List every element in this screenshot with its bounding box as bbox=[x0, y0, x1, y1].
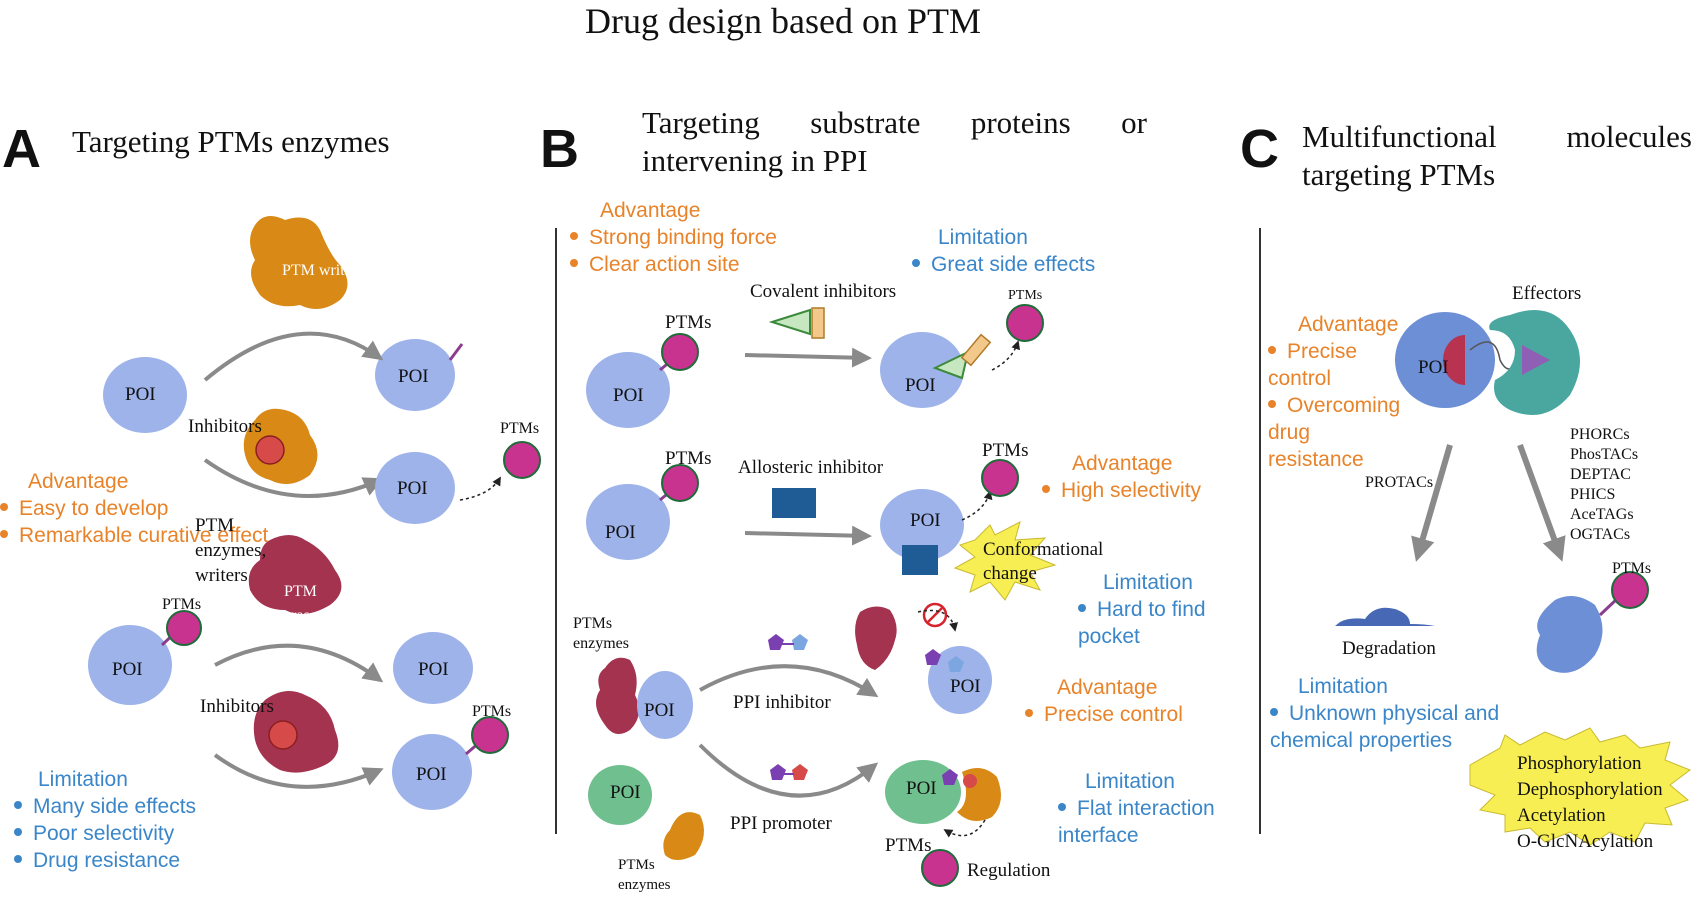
inhibitors-label-a1: Inhibitors bbox=[188, 416, 262, 437]
covalent-label: Covalent inhibitors bbox=[750, 281, 897, 302]
panel-c-limitation-item-1: Unknown physical and chemical properties bbox=[1270, 702, 1500, 752]
panel-b-limitation2-heading: Limitation bbox=[1103, 571, 1193, 594]
poi-label-b7: POI bbox=[610, 782, 641, 803]
modification-1: Phosphorylation bbox=[1517, 753, 1642, 774]
ptms-label-a1: PTMs bbox=[500, 420, 540, 437]
poi-label-a2: POI bbox=[398, 366, 429, 387]
panel-b-advantage1-item-1: Strong binding force bbox=[570, 224, 777, 251]
conformational-star bbox=[953, 521, 1057, 601]
modified-protein bbox=[1536, 596, 1603, 673]
modification-2: Dephosphorylation bbox=[1517, 779, 1663, 800]
covalent-inhibitor bbox=[768, 308, 811, 336]
poi-label-b6: POI bbox=[950, 676, 981, 697]
poi-label-a1: POI bbox=[125, 384, 156, 405]
panel-a-title: Targeting PTMs enzymes bbox=[72, 124, 390, 159]
poi-label-a5: POI bbox=[418, 659, 449, 680]
panel-a-limitation-item-3: Drug resistance bbox=[14, 847, 180, 874]
allosteric-inhibitor bbox=[772, 488, 816, 518]
writer-label: PTM writers bbox=[282, 262, 364, 279]
chimera-4: PHICS bbox=[1570, 486, 1616, 503]
ppi-promoter-label: PPI promoter bbox=[730, 813, 832, 834]
ptms-enzymes-label-2: PTMs enzymes bbox=[618, 857, 671, 893]
panel-b-limitation2-item-1: Hard to find pocket bbox=[1078, 598, 1206, 648]
poi-protein-a1 bbox=[103, 357, 187, 433]
ptms-label-b4: PTMs bbox=[982, 440, 1029, 461]
panel-b-advantage3-heading: Advantage bbox=[1057, 676, 1158, 699]
ptms-label-b1: PTMs bbox=[665, 312, 712, 333]
ptm-eraser-enzyme bbox=[248, 535, 342, 614]
ptm-writer-enzyme bbox=[250, 216, 348, 309]
panel-c-limitation-heading: Limitation bbox=[1298, 675, 1388, 698]
panel-b-advantage1-item-2: Clear action site bbox=[570, 251, 740, 278]
modification-4: O-GlcNAcylation bbox=[1517, 831, 1654, 852]
panel-a-letter: A bbox=[2, 119, 41, 179]
panel-c-letter: C bbox=[1240, 119, 1279, 179]
panel-c-advantage-item-1: Precise control bbox=[1268, 340, 1358, 390]
chimeras-list: PHORCs PhosTACs DEPTAC PHICS AceTAGs OGT… bbox=[1570, 425, 1680, 545]
panel-c-advantage-heading: Advantage bbox=[1298, 313, 1399, 336]
panel-b-limitation3-item-1: Flat interaction interface bbox=[1058, 797, 1215, 847]
modification-3: Acetylation bbox=[1517, 805, 1606, 826]
poi-label-c1: POI bbox=[1418, 357, 1449, 378]
panel-b-advantage2-item-1: High selectivity bbox=[1042, 477, 1201, 504]
panel-b-title: Targeting substrate proteins or interven… bbox=[642, 105, 1147, 178]
panel-a-advantage-item-1: Easy to develop bbox=[0, 495, 168, 522]
ppi-inhibitor-label: PPI inhibitor bbox=[733, 692, 831, 713]
ptms-ball-a1 bbox=[503, 441, 541, 479]
protacs-label: PROTACs bbox=[1365, 474, 1434, 491]
chimera-1: PHORCs bbox=[1570, 426, 1630, 443]
modifications-list: Phosphorylation Dephosphorylation Acetyl… bbox=[1517, 751, 1663, 855]
chimera-6: OGTACs bbox=[1570, 526, 1631, 543]
panel-b-advantage2-heading: Advantage bbox=[1072, 452, 1173, 475]
conformational-label: Conformational change bbox=[983, 539, 1104, 584]
degraded-protein bbox=[1335, 607, 1435, 626]
chimera-2: PhosTACs bbox=[1570, 446, 1639, 463]
panel-b-letter: B bbox=[540, 119, 579, 179]
panel-b-limitation1-item-1: Great side effects bbox=[912, 251, 1095, 278]
panel-a-advantage-heading: Advantage bbox=[28, 470, 129, 493]
panel-b-limitation1-heading: Limitation bbox=[938, 226, 1028, 249]
poi-label-a3: POI bbox=[397, 478, 428, 499]
ptms-enzyme-red bbox=[596, 657, 639, 734]
panel-b-advantage3-item-1: Precise control bbox=[1025, 701, 1183, 728]
panel-b-advantage1-heading: Advantage bbox=[600, 199, 701, 222]
poi-label-b8: POI bbox=[906, 778, 937, 799]
enzymes-writers-label: PTM enzymes, writers bbox=[195, 515, 267, 586]
modification-star bbox=[1469, 727, 1692, 846]
panel-c-title: Multifunctional molecules targeting PTMs bbox=[1302, 119, 1692, 192]
eraser-label: PTM erasers bbox=[284, 583, 329, 624]
ptms-enzymes-label-1: PTMs enzymes bbox=[573, 615, 629, 652]
poi-label-b5: POI bbox=[644, 700, 675, 721]
ptms-label-a2: PTMs bbox=[162, 596, 202, 613]
panel-a-advantage-item-2: Remarkable curative effect bbox=[0, 522, 268, 549]
ptms-label-b3: PTMs bbox=[665, 448, 712, 469]
inhibitors-label-a2: Inhibitors bbox=[200, 696, 274, 717]
poi-label-b2: POI bbox=[905, 375, 936, 396]
panel-b-limitation3-heading: Limitation bbox=[1085, 770, 1175, 793]
ptms-label-b2: PTMs bbox=[1008, 288, 1043, 303]
panel-c-advantage-item-2: Overcoming drug resistance bbox=[1268, 394, 1401, 471]
chimera-3: DEPTAC bbox=[1570, 466, 1631, 483]
poi-label-a6: POI bbox=[416, 764, 447, 785]
poi-label-b4: POI bbox=[910, 510, 941, 531]
panel-a-limitation-item-1: Many side effects bbox=[14, 793, 196, 820]
poi-protein-a2 bbox=[88, 625, 172, 705]
panel-a-limitation-item-2: Poor selectivity bbox=[14, 820, 174, 847]
chimera-5: AceTAGs bbox=[1570, 506, 1634, 523]
arrow-writer bbox=[203, 331, 384, 382]
poi-label-a4: POI bbox=[112, 659, 143, 680]
ptms-label-a3: PTMs bbox=[472, 703, 512, 720]
panel-a-limitation-heading: Limitation bbox=[38, 768, 128, 791]
degradation-label: Degradation bbox=[1342, 638, 1436, 659]
figure-title: Drug design based on PTM bbox=[585, 1, 981, 41]
regulation-label: Regulation bbox=[967, 860, 1051, 881]
ptms-label-c1: PTMs bbox=[1612, 560, 1652, 577]
ptms-label-b5: PTMs bbox=[885, 835, 932, 856]
poi-label-b1: POI bbox=[613, 385, 644, 406]
allosteric-label: Allosteric inhibitor bbox=[738, 457, 884, 478]
poi-label-b3: POI bbox=[605, 522, 636, 543]
effectors-label: Effectors bbox=[1512, 283, 1582, 304]
